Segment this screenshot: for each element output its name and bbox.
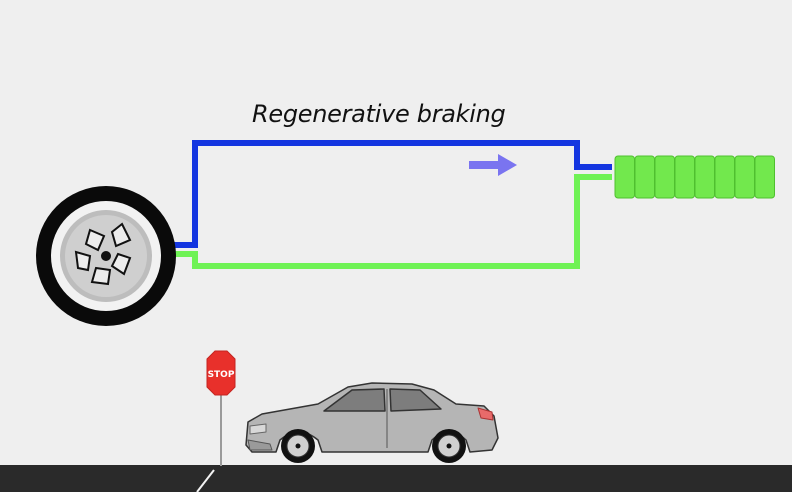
battery-cell <box>674 155 695 199</box>
road-crack <box>196 469 215 492</box>
negative-wire <box>172 174 612 269</box>
diagram-title: Regenerative braking <box>252 100 506 128</box>
battery-cell <box>614 155 635 199</box>
stop-sign-text: STOP <box>208 370 235 380</box>
positive-wire <box>172 140 612 248</box>
car-icon <box>245 382 499 463</box>
battery-icon <box>614 155 775 199</box>
wheel-icon <box>36 186 176 326</box>
battery-cell <box>694 155 715 199</box>
battery-cell <box>734 155 755 199</box>
battery-cell <box>754 155 775 199</box>
arrow-right-icon <box>469 154 517 176</box>
battery-cell <box>634 155 655 199</box>
battery-cell <box>714 155 735 199</box>
road <box>0 465 792 492</box>
battery-cell <box>654 155 675 199</box>
stop-sign-icon: STOP <box>206 350 236 466</box>
